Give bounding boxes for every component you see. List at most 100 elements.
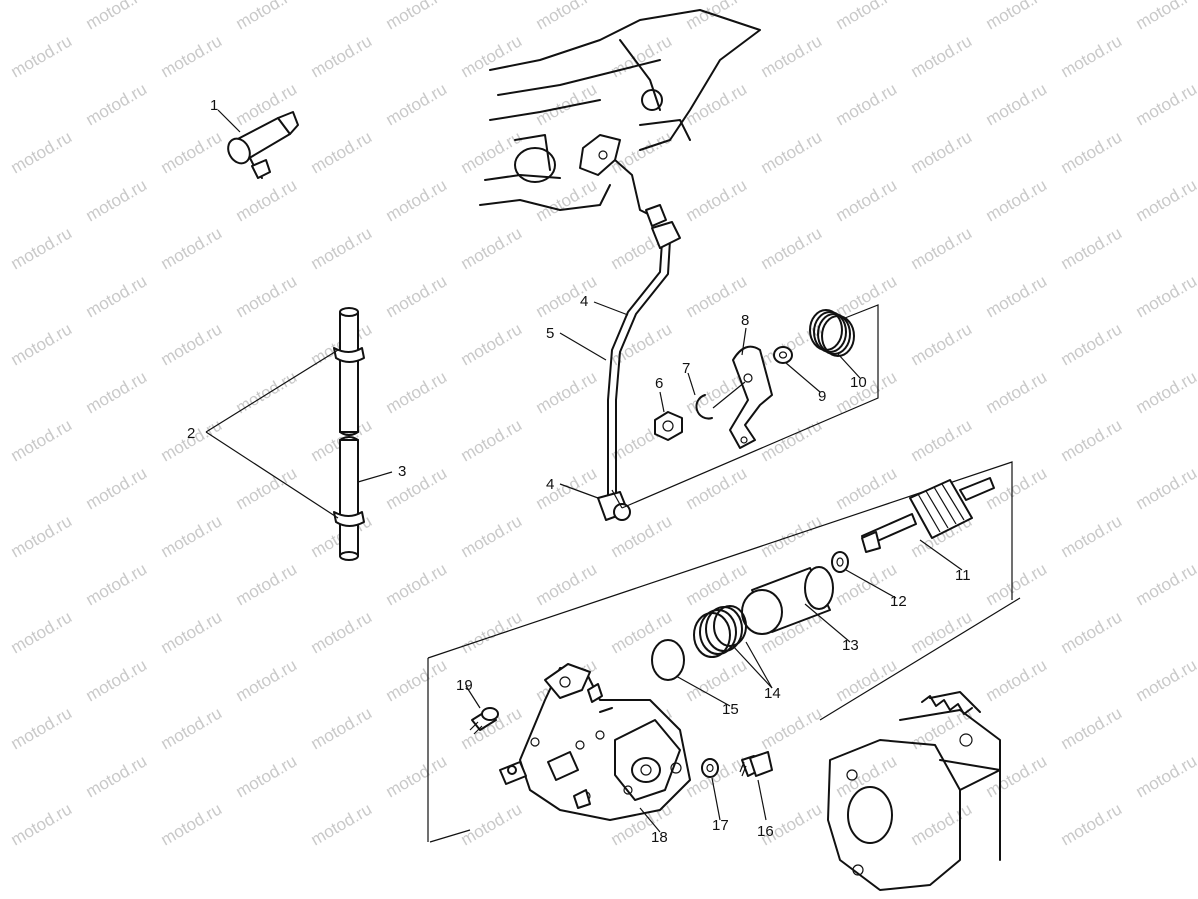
watermark-text: motod.ru — [983, 751, 1051, 801]
watermark-text: motod.ru — [83, 175, 151, 225]
watermark-text: motod.ru — [458, 607, 526, 657]
watermark-text: motod.ru — [533, 0, 601, 33]
watermark-text: motod.ru — [608, 31, 676, 81]
watermark-text: motod.ru — [1058, 31, 1126, 81]
watermark-text: motod.ru — [383, 175, 451, 225]
watermark-text: motod.ru — [758, 703, 826, 753]
watermark-text: motod.ru — [833, 655, 901, 705]
watermark-text: motod.ru — [833, 0, 901, 33]
watermark-text: motod.ru — [1058, 223, 1126, 273]
callout-16: 16 — [757, 823, 774, 840]
watermark-text: motod.ru — [383, 559, 451, 609]
watermark-text: motod.ru — [308, 127, 376, 177]
watermark-text: motod.ru — [8, 607, 76, 657]
watermark-text: motod.ru — [158, 127, 226, 177]
watermark-text: motod.ru — [833, 751, 901, 801]
cable-bracket-top — [579, 134, 651, 216]
callout-1: 1 — [210, 97, 218, 114]
watermark-text: motod.ru — [158, 319, 226, 369]
watermark-text: motod.ru — [83, 367, 151, 417]
watermark-text: motod.ru — [908, 799, 976, 849]
watermark-text: motod.ru — [908, 223, 976, 273]
watermark-text: motod.ru — [233, 175, 301, 225]
callout-18: 18 — [651, 829, 668, 846]
watermark-text: motod.ru — [8, 127, 76, 177]
part-4-rod-end-upper — [645, 204, 681, 249]
watermark-text: motod.ru — [758, 31, 826, 81]
watermark-text: motod.ru — [233, 0, 301, 33]
watermark-text: motod.ru — [1133, 463, 1198, 513]
watermark-text: motod.ru — [758, 127, 826, 177]
watermark-text: motod.ru — [758, 223, 826, 273]
watermark-text: motod.ru — [308, 703, 376, 753]
watermark-text: motod.ru — [1133, 175, 1198, 225]
callout-7: 7 — [682, 360, 690, 377]
watermark-text: motod.ru — [383, 367, 451, 417]
callout-4-lower: 4 — [546, 476, 554, 493]
watermark-text: motod.ru — [1133, 559, 1198, 609]
watermark-text: motod.ru — [533, 463, 601, 513]
watermark-text: motod.ru — [983, 655, 1051, 705]
watermark-text: motod.ru — [533, 175, 601, 225]
explode-frame-lower — [427, 461, 1021, 843]
callout-13: 13 — [842, 637, 859, 654]
callout-9: 9 — [818, 388, 826, 405]
watermark-text: motod.ru — [1058, 127, 1126, 177]
callout-11: 11 — [955, 567, 971, 584]
watermark-text: motod.ru — [308, 607, 376, 657]
watermark-text: motod.ru — [308, 799, 376, 849]
watermark-text: motod.ru — [908, 319, 976, 369]
watermark-text: motod.ru — [683, 463, 751, 513]
engine-casting-top — [479, 9, 761, 211]
watermark-text: motod.ru — [908, 607, 976, 657]
watermark-text: motod.ru — [233, 271, 301, 321]
watermark-text: motod.ru — [833, 271, 901, 321]
watermark-text: motod.ru — [83, 751, 151, 801]
watermark-text: motod.ru — [233, 367, 301, 417]
watermark-text: motod.ru — [1058, 319, 1126, 369]
watermark-text: motod.ru — [233, 751, 301, 801]
part-5-control-rod — [607, 239, 671, 496]
watermark-text: motod.ru — [83, 655, 151, 705]
watermark-text: motod.ru — [458, 223, 526, 273]
watermark-text: motod.ru — [233, 655, 301, 705]
watermark-text: motod.ru — [83, 0, 151, 33]
watermark-text: motod.ru — [83, 559, 151, 609]
watermark-text: motod.ru — [533, 559, 601, 609]
crankcase-lower — [827, 691, 1001, 891]
watermark-text: motod.ru — [1133, 271, 1198, 321]
watermark-text: motod.ru — [1058, 799, 1126, 849]
watermark-text: motod.ru — [83, 463, 151, 513]
part-12-washer — [831, 551, 849, 573]
watermark-text: motod.ru — [458, 31, 526, 81]
part-14-springs — [693, 605, 747, 658]
watermark-text: motod.ru — [158, 799, 226, 849]
part-7-e-clip — [695, 394, 713, 420]
callout-3: 3 — [398, 463, 406, 480]
part-13-sleeve — [741, 566, 834, 635]
watermark-text: motod.ru — [533, 367, 601, 417]
watermark-text: motod.ru — [158, 223, 226, 273]
callout-19: 19 — [456, 677, 473, 694]
watermark-text: motod.ru — [1133, 79, 1198, 129]
watermark-text: motod.ru — [983, 79, 1051, 129]
watermark-text: motod.ru — [383, 79, 451, 129]
watermark-text: motod.ru — [683, 175, 751, 225]
watermark-text: motod.ru — [233, 559, 301, 609]
watermark-text: motod.ru — [608, 607, 676, 657]
callout-10: 10 — [850, 374, 867, 391]
part-11-drive-shaft — [861, 477, 995, 553]
watermark-text: motod.ru — [683, 0, 751, 33]
watermark-text: motod.ru — [458, 799, 526, 849]
watermark-text: motod.ru — [158, 511, 226, 561]
leader-lines — [205, 109, 963, 833]
part-8-lever-bracket — [712, 345, 773, 449]
watermark-text: motod.ru — [683, 559, 751, 609]
watermark-text: motod.ru — [908, 127, 976, 177]
callout-15: 15 — [722, 701, 739, 718]
watermark-text: motod.ru — [758, 415, 826, 465]
watermark-text: motod.ru — [1133, 367, 1198, 417]
watermark-text: motod.ru — [1133, 751, 1198, 801]
watermark-text: motod.ru — [683, 751, 751, 801]
